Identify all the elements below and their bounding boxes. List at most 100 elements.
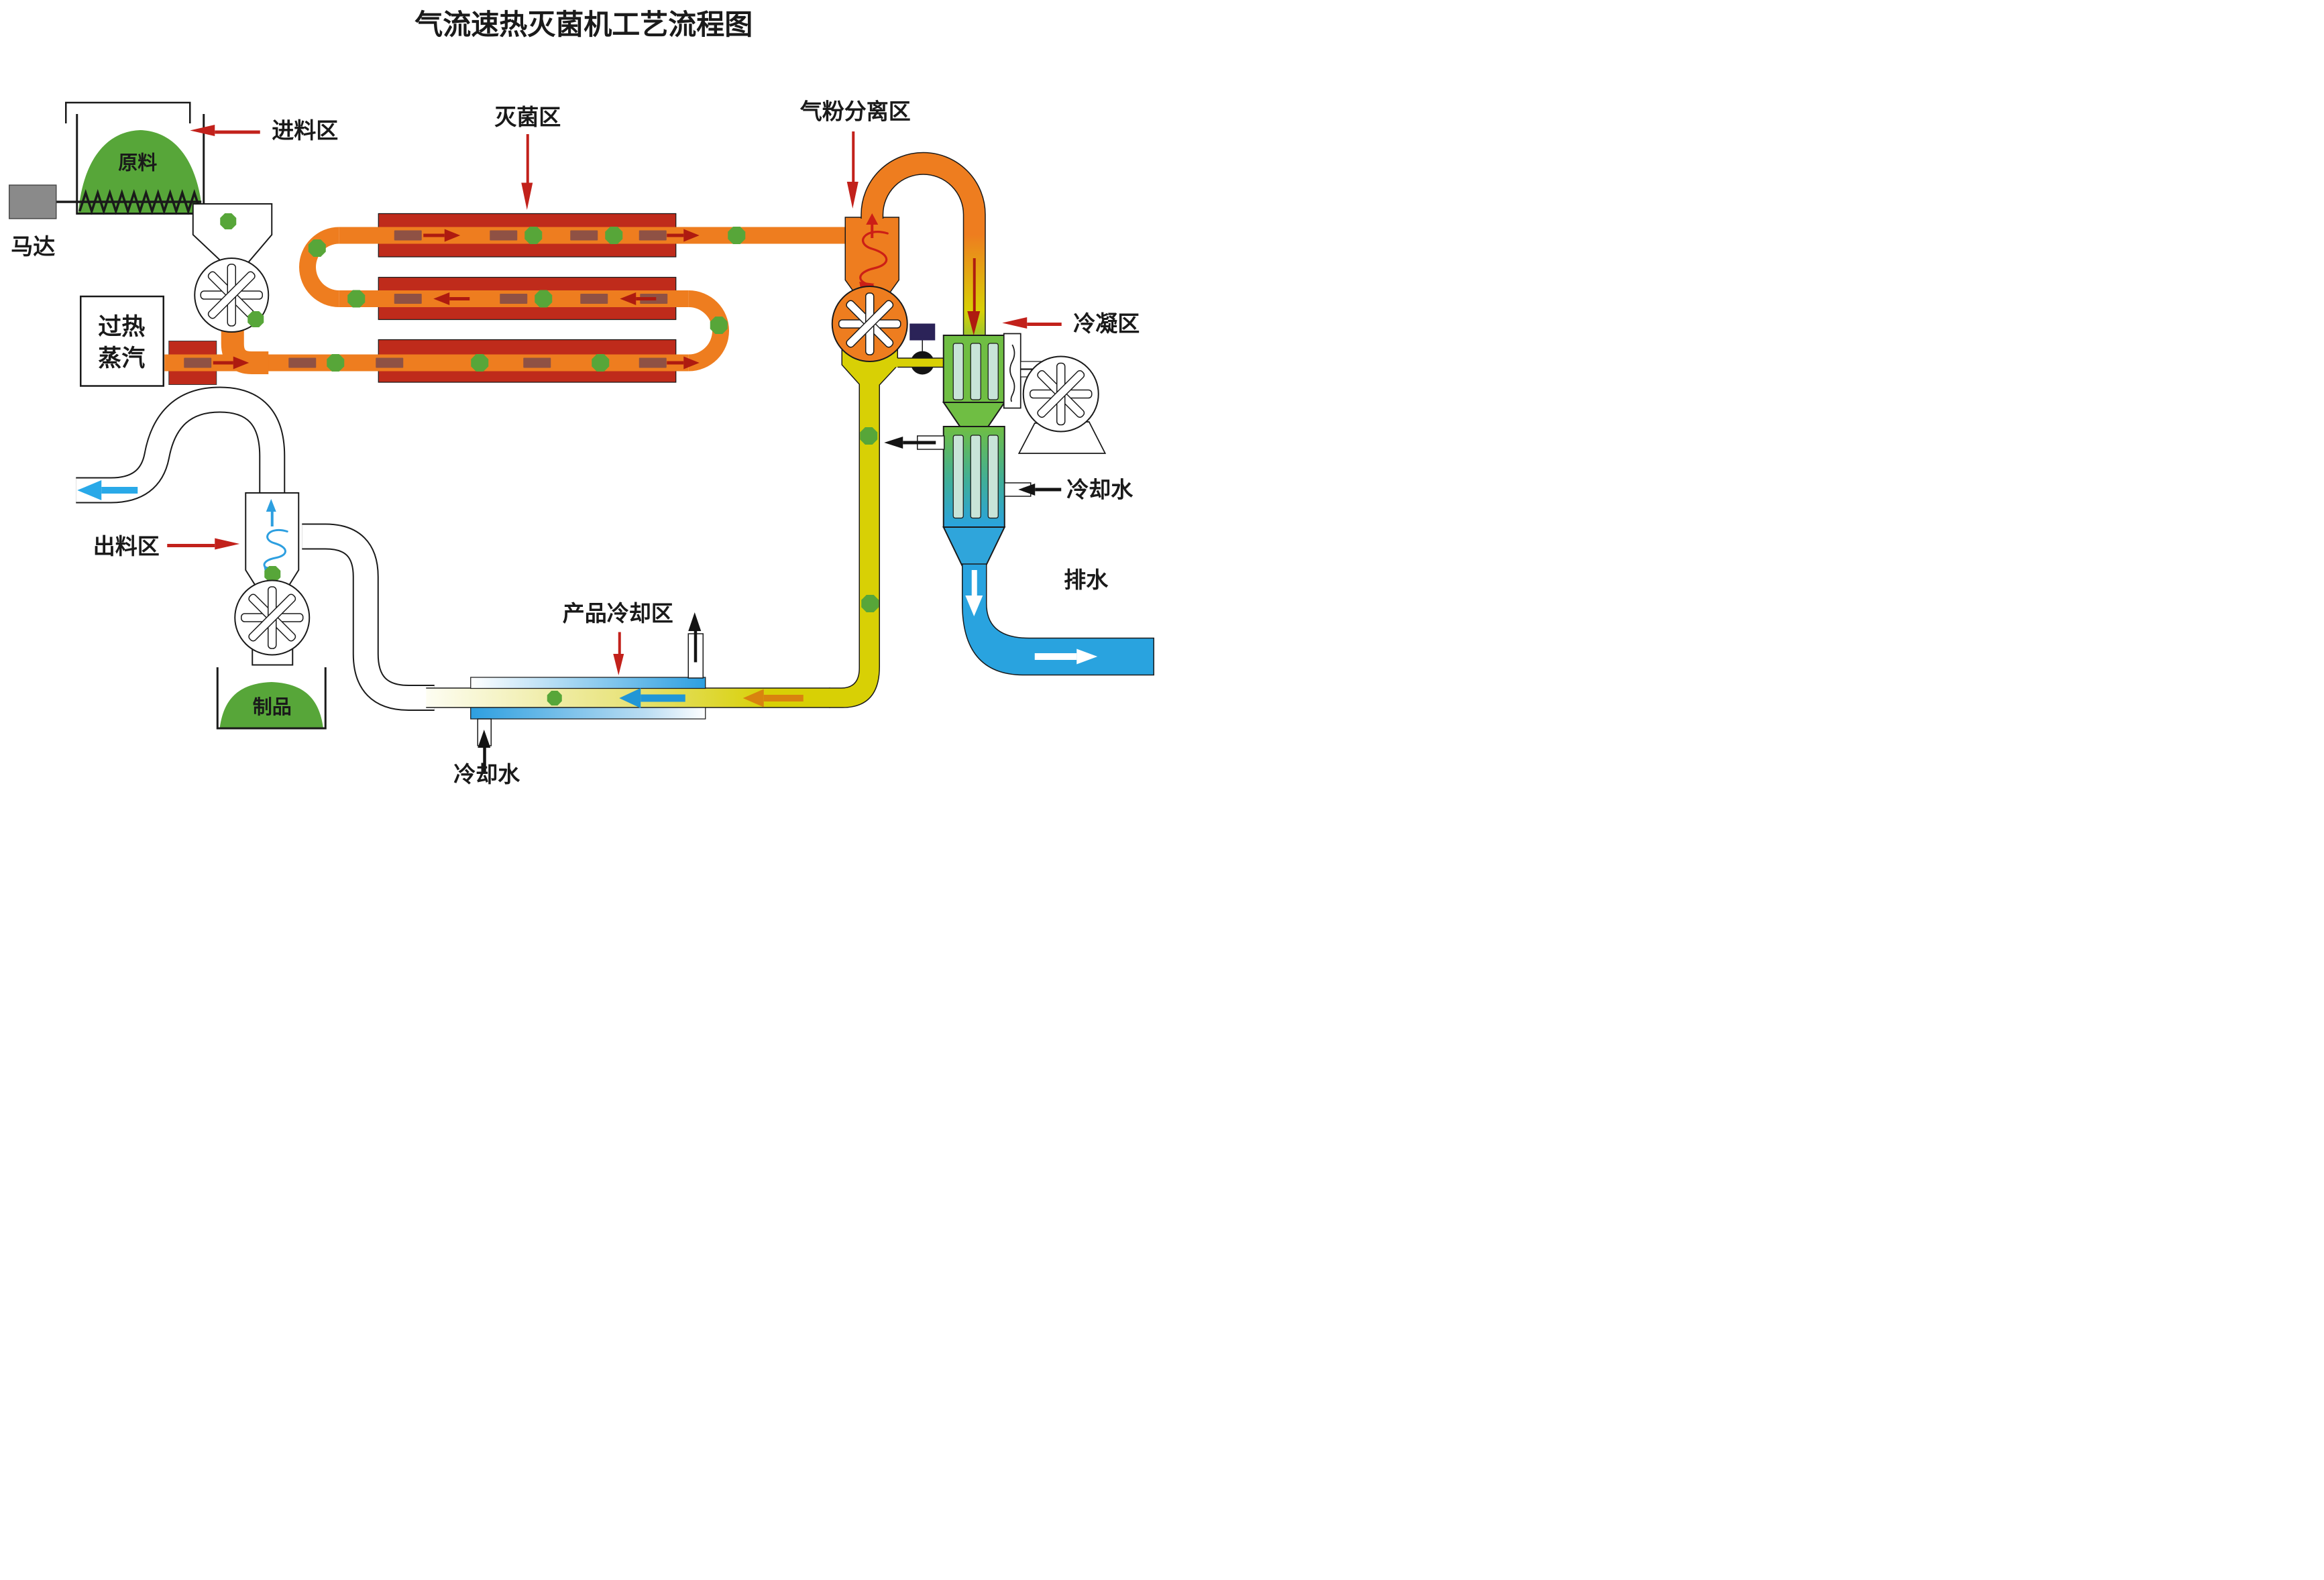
condenser-taper (942, 526, 1006, 567)
plug (639, 230, 667, 241)
plug (394, 294, 422, 304)
rotary-valve-icon (234, 579, 311, 656)
valve-actuator-icon (909, 323, 936, 341)
left-arrow-icon (763, 695, 804, 701)
down-arrow-icon (967, 311, 981, 335)
label-steam-1: 过热 (98, 314, 145, 340)
label-condensation-zone: 冷凝区 (1073, 311, 1140, 336)
cooling-jacket-top (470, 677, 706, 689)
separator-discharge-pipe (829, 347, 898, 708)
label-cooling-water-condenser: 冷却水 (1066, 477, 1133, 502)
plug (500, 294, 528, 304)
down-arrow-icon (965, 596, 983, 616)
pipe-u-turn-right (688, 290, 730, 372)
left-arrow-icon (619, 688, 641, 708)
left-arrow-icon (884, 437, 903, 449)
condenser-slot (952, 435, 964, 519)
feed-hopper-rim (65, 101, 191, 123)
up-arrow-icon (270, 510, 274, 526)
label-product: 制品 (253, 696, 292, 718)
pipe-outline (829, 347, 860, 689)
particle-icon (605, 227, 623, 244)
down-arrow-icon (971, 570, 977, 597)
particle-icon (471, 354, 489, 372)
sterilization-zone-arrow (521, 182, 533, 210)
screw-conveyor-icon (78, 188, 202, 215)
condenser (942, 335, 1006, 567)
flow-arrows (213, 229, 700, 370)
steam-box (80, 295, 164, 387)
up-arrow-icon (483, 747, 486, 774)
spiral-icon (263, 529, 288, 572)
particle-icon (861, 595, 879, 612)
feed-valve-downpipe (221, 330, 269, 374)
product-cooling-arrow (618, 632, 621, 656)
condensation-zone-arrow (1027, 323, 1062, 326)
right-arrow-icon (444, 229, 461, 242)
right-arrow-icon (213, 361, 233, 365)
product-bin (216, 667, 327, 730)
left-arrow-icon (77, 480, 102, 500)
right-arrow-icon (423, 233, 445, 237)
label-steam-2: 蒸汽 (98, 345, 145, 372)
label-separation-zone: 气粉分离区 (800, 99, 911, 124)
right-arrow-icon (683, 229, 700, 242)
condenser-taper (942, 402, 1006, 427)
up-arrow-icon (871, 223, 874, 238)
right-arrow-icon (233, 356, 250, 370)
return-pipe (302, 524, 435, 710)
drain-pipe (962, 563, 1154, 676)
cooling-jacket-bottom (470, 707, 706, 720)
pipe-outline (829, 347, 898, 708)
spiral-icon (859, 231, 889, 287)
particle-icon (308, 239, 326, 257)
left-arrow-icon (1035, 488, 1062, 492)
condenser-slot (987, 343, 999, 400)
particle-icon (547, 691, 562, 706)
plug (523, 357, 551, 368)
damper-wave-icon (1009, 344, 1015, 402)
particle-icon (592, 354, 610, 372)
up-arrow-icon (866, 213, 879, 225)
particle-icon (524, 227, 543, 244)
particle-icon (220, 213, 237, 229)
pipe-u-turn-left (299, 227, 339, 307)
exhaust-pipe (76, 388, 284, 502)
particle-icon (710, 317, 728, 334)
particle-icon (264, 566, 281, 582)
material-plugs (184, 230, 668, 368)
left-arrow-icon (903, 441, 936, 445)
particle-icon (247, 311, 264, 327)
right-arrow-icon (1034, 653, 1077, 660)
up-arrow-icon (478, 730, 491, 748)
label-product-cooling-zone: 产品冷却区 (563, 601, 673, 626)
up-arrow-icon (694, 630, 698, 663)
discharge-zone-arrow (167, 544, 215, 547)
feed-zone-arrow (215, 130, 260, 134)
label-raw-material: 原料 (118, 152, 157, 174)
right-arrow-icon (667, 233, 684, 237)
motor (9, 184, 57, 219)
page-title: 气流速热灭菌机工艺流程图 (414, 9, 753, 40)
right-arrow-icon (667, 361, 684, 365)
left-arrow-icon (641, 694, 685, 702)
right-arrow-icon (683, 356, 700, 370)
plug (580, 294, 608, 304)
left-arrow-icon (433, 292, 450, 305)
label-discharge-zone: 出料区 (93, 534, 160, 559)
separator-outlet-pipe (861, 153, 985, 336)
condenser-slot (952, 343, 964, 400)
sterilization-zone-arrow (526, 134, 529, 184)
plug (394, 230, 422, 241)
separation-zone-arrow (852, 131, 855, 184)
label-cooling-water-cooler: 冷却水 (453, 762, 520, 787)
feed-zone-arrow (190, 125, 215, 136)
particle-icon (327, 354, 345, 372)
separation-zone-arrow (846, 182, 859, 209)
label-drain: 排水 (1064, 567, 1109, 592)
condenser-slot (987, 435, 999, 519)
plug (639, 357, 667, 368)
left-arrow-icon (449, 297, 470, 300)
left-arrow-icon (1018, 484, 1036, 496)
up-arrow-icon (688, 612, 702, 631)
